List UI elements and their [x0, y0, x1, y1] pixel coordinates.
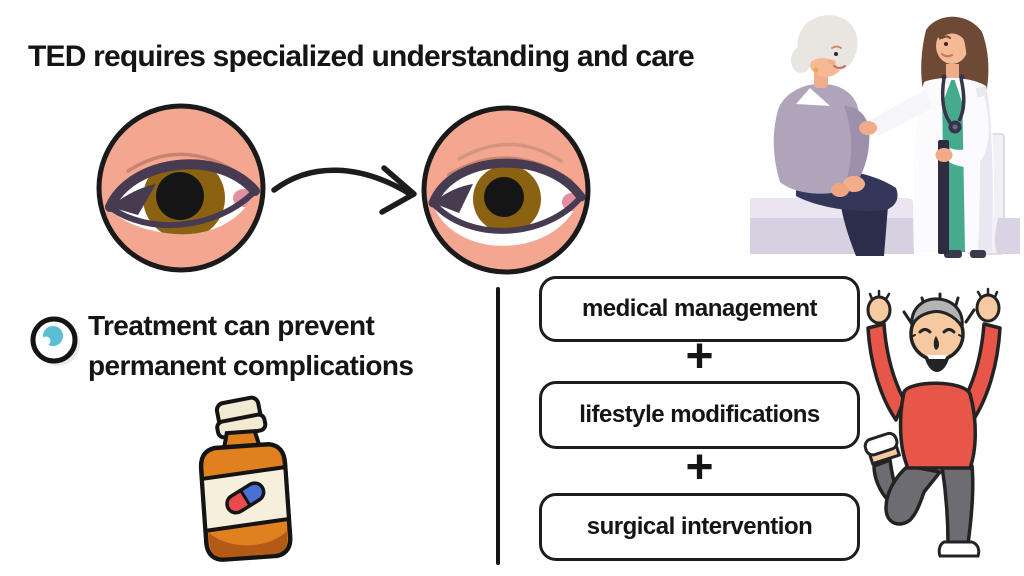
bottle-shadow: [208, 531, 288, 558]
celebrating-man-illustration: [863, 287, 1002, 558]
laughing-mouth: [924, 354, 950, 372]
progression-arrow-icon: [271, 165, 417, 215]
standing-shoe: [937, 540, 981, 558]
left-hand: [866, 289, 892, 325]
elderly-patient: [773, 15, 898, 256]
plus-separator: +: [685, 330, 714, 383]
nose: [933, 336, 939, 350]
treatment-note-line2: permanent complications: [88, 350, 414, 381]
right-hand: [975, 287, 1001, 323]
plan-item-surgical-intervention: surgical intervention: [539, 493, 860, 561]
stand-pole: [938, 140, 949, 254]
pill-bottle-illustration: [198, 395, 293, 562]
plan-item-lifestyle-modifications: lifestyle modifications: [539, 381, 860, 449]
right-arm: [962, 322, 1002, 424]
doctor-patient-illustration: [750, 15, 1020, 258]
treatment-note-line1: Treatment can prevent: [88, 310, 375, 341]
upper-eyelid: [428, 158, 586, 208]
legs: [863, 431, 981, 558]
lower-eyelid: [430, 194, 584, 234]
capsule-pill: [223, 481, 266, 517]
plus-separator: +: [685, 441, 714, 494]
vertical-divider: [496, 287, 500, 565]
eye-after-illustration: [421, 105, 591, 275]
doctor-hand: [859, 121, 877, 135]
treatment-note: Treatment can prevent permanent complica…: [88, 306, 488, 386]
gray-hair: [910, 297, 964, 329]
eye-icon: [30, 316, 80, 366]
stethoscope: [940, 74, 966, 134]
doctor: [859, 16, 994, 258]
doctor-hand-on-pole: [935, 148, 953, 162]
eye-corner: [110, 184, 156, 215]
pupil: [156, 172, 204, 220]
torso: [898, 381, 978, 470]
eye-corner: [433, 184, 473, 213]
brow-crease: [457, 142, 563, 163]
extended-arm: [872, 90, 932, 136]
pupil: [484, 177, 524, 217]
happy-eyes: [918, 328, 956, 334]
lower-eyelid: [107, 188, 258, 229]
upper-eyelid: [105, 159, 260, 212]
left-arm: [866, 322, 906, 422]
plan-item-medical-management: medical management: [539, 276, 860, 342]
raised-shoe: [863, 431, 899, 457]
head: [909, 297, 965, 372]
eye-before-illustration: [96, 103, 266, 273]
page-title: TED requires specialized understanding a…: [28, 40, 695, 73]
